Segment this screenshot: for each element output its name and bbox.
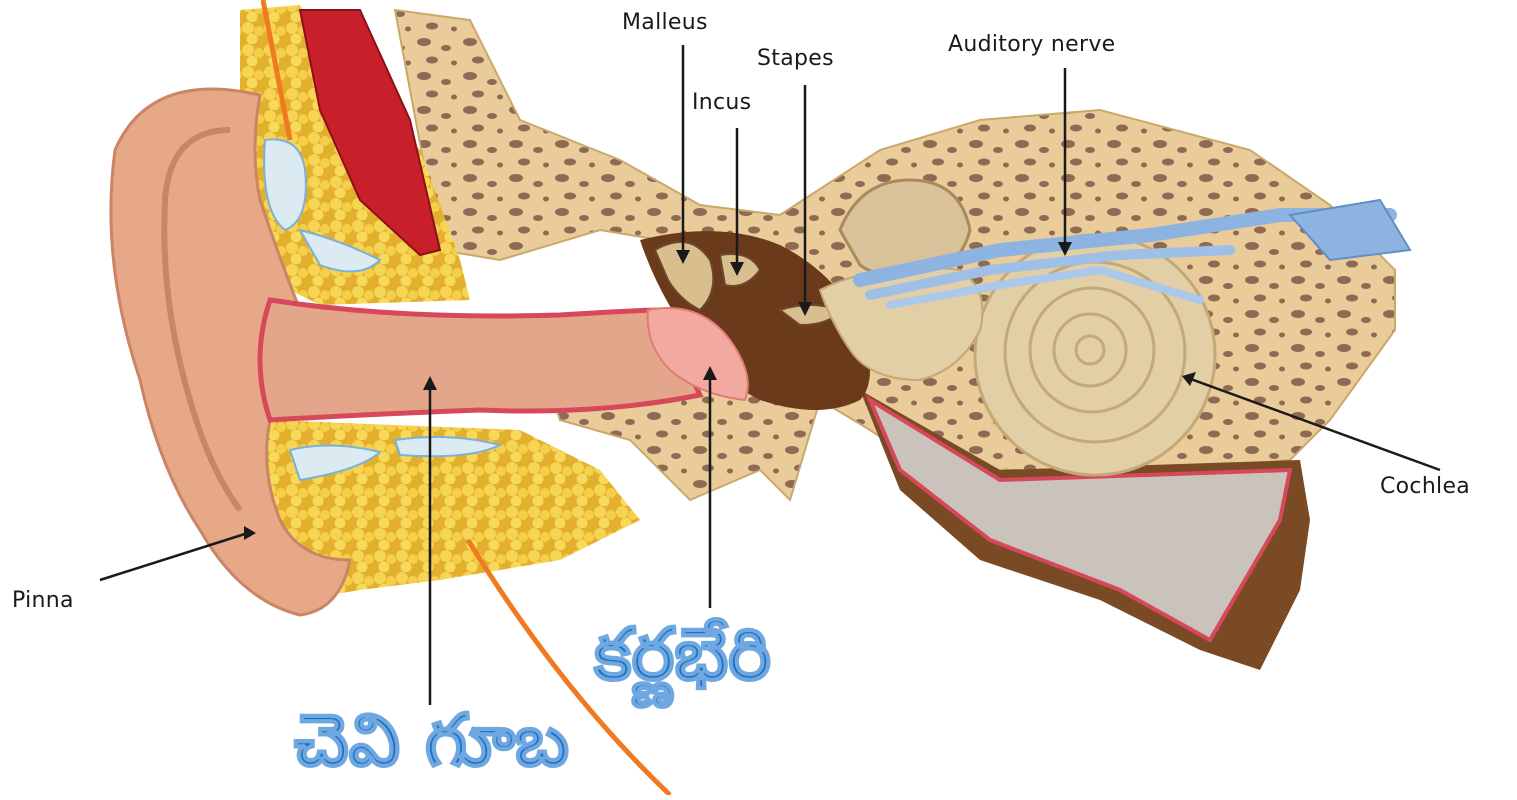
pinna-label: Pinna xyxy=(12,588,74,613)
auditory-nerve-label: Auditory nerve xyxy=(948,32,1116,57)
ear-canal-telugu-label: చెవి గూబ xyxy=(294,698,569,800)
ear-canal xyxy=(260,300,700,420)
cochlea-label: Cochlea xyxy=(1380,474,1470,499)
stapes-label: Stapes xyxy=(757,46,834,71)
malleus-label: Malleus xyxy=(622,10,708,35)
incus-label: Incus xyxy=(692,90,751,115)
eardrum-telugu-label: కర్ణభేరి xyxy=(594,612,771,714)
